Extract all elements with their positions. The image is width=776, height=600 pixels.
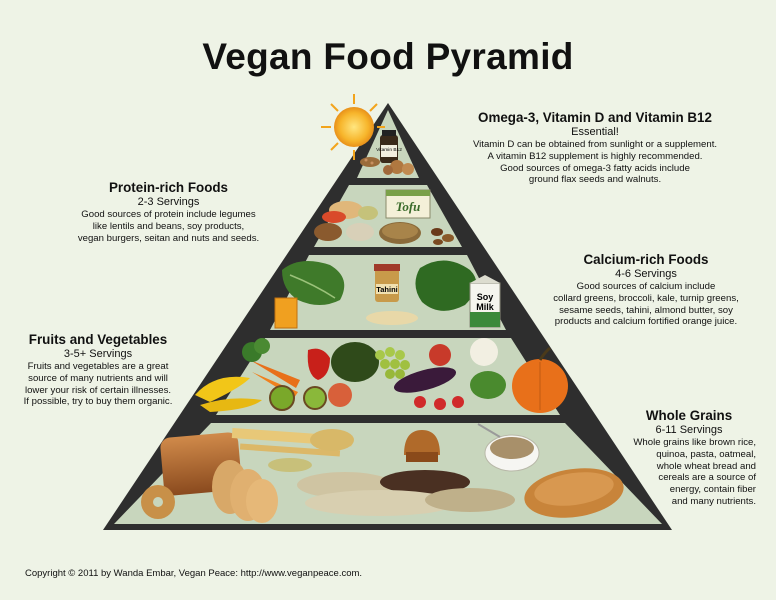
omega-servings: Essential! xyxy=(571,126,619,138)
calcium-line-3: sesame seeds, tahini, almond butter, soy xyxy=(559,304,733,316)
broccoli-icon xyxy=(242,338,270,362)
grains-line-3: whole wheat bread and xyxy=(656,460,756,472)
protein-line-1: Good sources of protein include legumes xyxy=(81,209,256,220)
grains-servings: 6-11 Servings xyxy=(655,424,723,436)
collard-greens-icon xyxy=(282,261,345,305)
fruits-servings: 3-5+ Servings xyxy=(63,348,133,360)
soy-milk-icon xyxy=(469,275,501,328)
calcium-line-4: products and calcium fortified orange ju… xyxy=(554,316,738,328)
bread-loaf-icon xyxy=(160,432,278,523)
sesame-seeds-icon xyxy=(366,311,418,325)
flax-seeds-icon xyxy=(360,157,380,167)
lettuce-icon xyxy=(470,371,506,399)
grapes-icon xyxy=(375,347,410,379)
baguette-icon xyxy=(524,468,624,518)
omega-heading: Omega-3, Vitamin D and Vitamin B12 xyxy=(478,110,712,125)
protein-line-3: vegan burgers, seitan and nuts and seeds… xyxy=(77,232,260,244)
bagel-icon xyxy=(141,485,175,519)
protein-line-2: like lentils and beans, soy products, xyxy=(92,220,245,232)
omega-line-4: ground flax seeds and walnuts. xyxy=(528,174,662,186)
soy-label: Soy xyxy=(477,292,494,302)
eggplant-icon xyxy=(393,367,457,393)
sun-icon xyxy=(321,94,385,160)
grains-line-5: energy, contain fiber xyxy=(669,484,756,496)
nuts-icon xyxy=(431,228,454,245)
oatmeal-bowl-icon xyxy=(477,423,540,472)
omega-line-2: A vitamin B12 supplement is highly recom… xyxy=(487,150,703,162)
tahini-jar-icon xyxy=(374,264,400,302)
page-title: Vegan Food Pyramid xyxy=(202,36,574,77)
fruits-heading: Fruits and Vegetables xyxy=(28,332,168,347)
grains-heading: Whole Grains xyxy=(645,408,733,423)
fruits-line-4: If possible, try to buy them organic. xyxy=(23,396,173,408)
bananas-icon xyxy=(195,376,262,412)
fruits-label: Fruits and Vegetables 3-5+ Servings Frui… xyxy=(12,332,184,408)
veggie-burger-icon xyxy=(379,222,421,244)
protein-servings: 2-3 Servings xyxy=(137,196,200,208)
walnuts-icon xyxy=(383,160,414,175)
grains-line-1: Whole grains like brown rice, xyxy=(633,437,756,448)
milk-label: Milk xyxy=(476,302,494,312)
fruits-line-1: Fruits and vegetables are a great xyxy=(27,361,169,372)
grains-line-2: quinoa, pasta, oatmeal, xyxy=(656,448,756,460)
protein-label: Protein-rich Foods 2-3 Servings Good sou… xyxy=(66,180,271,244)
calcium-heading: Calcium-rich Foods xyxy=(583,252,709,267)
omega-line-1: Vitamin D can be obtained from sunlight … xyxy=(472,139,718,150)
tofu-icon xyxy=(385,189,431,219)
pumpkin-icon xyxy=(512,346,568,413)
squash-icon xyxy=(331,342,379,382)
strawberries-icon xyxy=(414,396,464,410)
protein-heading: Protein-rich Foods xyxy=(108,180,229,195)
pepper-icon xyxy=(307,348,330,380)
chickpeas-icon xyxy=(314,201,378,241)
calcium-label: Calcium-rich Foods 4-6 Servings Good sou… xyxy=(546,252,746,328)
muffin-icon xyxy=(404,430,440,462)
grains-label: Whole Grains 6-11 Servings Whole grains … xyxy=(608,408,756,508)
copyright-text: Copyright © 2011 by Wanda Embar, Vegan P… xyxy=(25,568,363,579)
omega-line-3: Good sources of omega-3 fatty acids incl… xyxy=(500,162,690,174)
calcium-line-1: Good sources of calcium include xyxy=(576,281,716,292)
vitamin-bottle-label: Vitamin B12 xyxy=(376,147,402,153)
kiwi-icon xyxy=(269,385,327,411)
grains-line-6: and many nutrients. xyxy=(671,495,756,507)
cauliflower-icon xyxy=(470,338,498,366)
vitamin-bottle-icon xyxy=(380,130,398,163)
pasta-icon xyxy=(231,427,354,472)
fruits-line-3: lower your risk of certain illnesses. xyxy=(24,384,172,396)
omega-label: Omega-3, Vitamin D and Vitamin B12 Essen… xyxy=(440,110,750,186)
orange-juice-icon xyxy=(274,297,298,329)
tofu-label: Tofu xyxy=(396,199,421,214)
calcium-line-2: collard greens, broccoli, kale, turnip g… xyxy=(553,292,739,304)
calcium-servings: 4-6 Servings xyxy=(615,268,677,280)
kale-icon xyxy=(415,260,477,311)
apple-icon xyxy=(328,344,451,407)
grains-line-4: cereals are a source of xyxy=(658,472,756,484)
fruits-line-2: source of many nutrients and will xyxy=(28,372,168,384)
tahini-label: Tahini xyxy=(376,285,398,294)
rice-grains-icon xyxy=(297,470,515,516)
